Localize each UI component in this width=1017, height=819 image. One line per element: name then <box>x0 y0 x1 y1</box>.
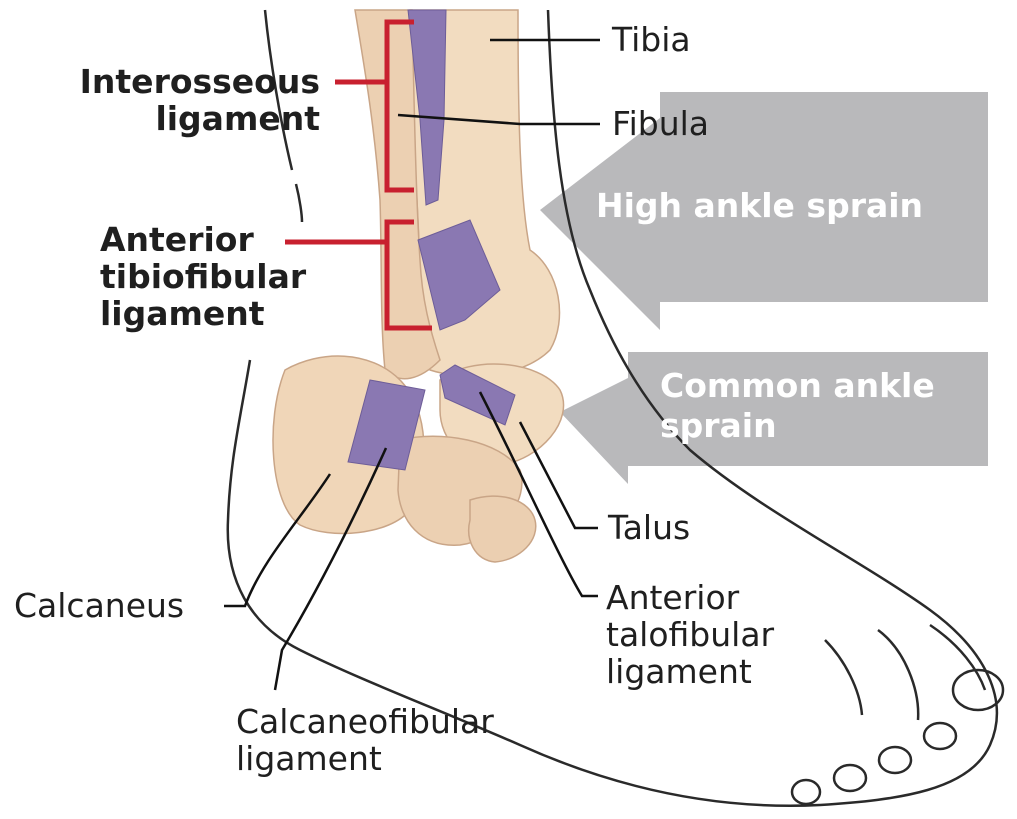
calcaneus-label: Calcaneus <box>14 588 184 625</box>
anterior-tibiofibular-ligament-label: Anterior tibiofibular ligament <box>100 222 306 333</box>
midfoot-bone <box>469 496 536 562</box>
talus-label: Talus <box>608 510 690 547</box>
fibula-label: Fibula <box>612 106 709 143</box>
high-ankle-sprain-label: High ankle sprain <box>596 186 923 226</box>
anterior-talofibular-ligament-label: Anterior talofibular ligament <box>606 580 774 691</box>
calcaneofibular-ligament-label: Calcaneofibular ligament <box>236 704 494 778</box>
interosseous-ligament-label: Interosseous ligament <box>52 64 320 138</box>
common-ankle-sprain-label: Common ankle sprain <box>660 366 935 445</box>
tibia-label: Tibia <box>612 22 691 59</box>
